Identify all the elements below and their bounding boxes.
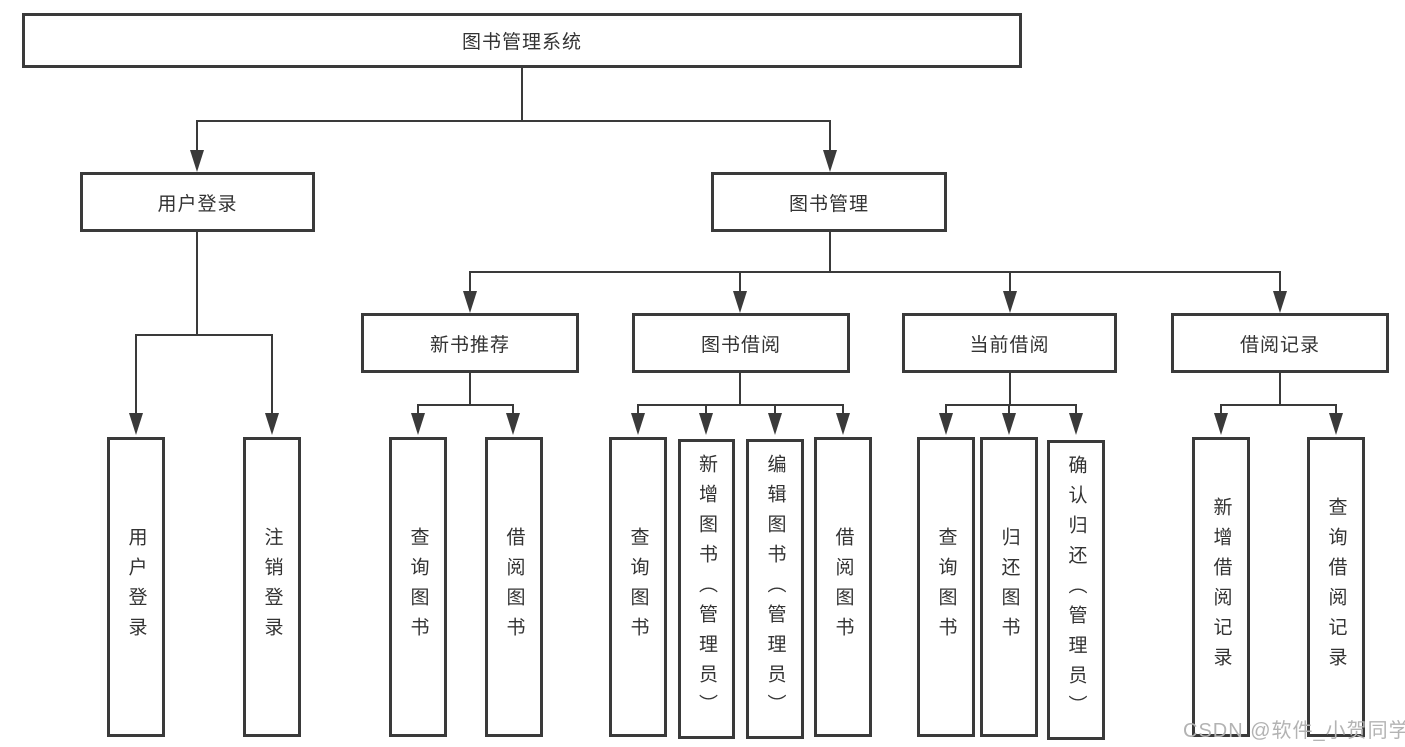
- node-new-book-recommend-label: 新书推荐: [429, 334, 510, 356]
- node-current-borrow-label: 当前借阅: [969, 334, 1050, 356]
- edge-to-leaf-query-book-1: [417, 404, 419, 416]
- leaf-add-book-admin-label: 新增图书（管理员）: [696, 454, 717, 724]
- leaf-add-borrow-record-label: 新增借阅记录: [1210, 497, 1232, 677]
- edge-to-borrow-records: [1279, 271, 1281, 293]
- leaf-user-login: 用户登录: [107, 437, 165, 737]
- leaf-query-borrow-record-label: 查询借阅记录: [1325, 497, 1347, 677]
- arrowhead-leaf-borrow-book-2-icon: [836, 413, 850, 435]
- edge-to-leaf-borrow-book-1: [512, 404, 514, 416]
- node-book-management-label: 图书管理: [788, 193, 869, 215]
- leaf-add-book-admin: 新增图书（管理员）: [678, 439, 735, 739]
- node-root: 图书管理系统: [22, 13, 1022, 68]
- arrowhead-user-login-icon: [190, 150, 204, 172]
- leaf-confirm-return-admin: 确认归还（管理员）: [1047, 440, 1105, 740]
- arrowhead-book-management-icon: [823, 150, 837, 172]
- leaf-query-book-current: 查询图书: [917, 437, 975, 737]
- leaf-query-book-borrow-label: 查询图书: [627, 527, 649, 647]
- node-book-management: 图书管理: [711, 172, 947, 232]
- node-borrow-records-label: 借阅记录: [1239, 334, 1320, 356]
- node-root-label: 图书管理系统: [461, 32, 582, 53]
- leaf-return-book-label: 归还图书: [998, 527, 1020, 647]
- arrowhead-leaf-user-login-icon: [129, 413, 143, 435]
- leaf-borrow-book-recommend: 借阅图书: [485, 437, 543, 737]
- node-borrow-records: 借阅记录: [1171, 313, 1389, 373]
- edge-to-leaf-user-login: [135, 334, 137, 416]
- edge-to-leaf-add-book: [705, 404, 707, 416]
- edge-book-borrow-stub: [739, 373, 741, 406]
- node-user-login: 用户登录: [80, 172, 315, 232]
- edge-book-management-rail: [469, 271, 1281, 273]
- arrowhead-leaf-query-book-3-icon: [939, 413, 953, 435]
- arrowhead-book-borrow-icon: [733, 291, 747, 313]
- edge-to-leaf-query-record: [1335, 404, 1337, 416]
- arrowhead-leaf-query-book-1-icon: [411, 413, 425, 435]
- arrowhead-current-borrow-icon: [1003, 291, 1017, 313]
- edge-to-leaf-query-book-2: [637, 404, 639, 416]
- node-current-borrow: 当前借阅: [902, 313, 1117, 373]
- leaf-query-book-borrow: 查询图书: [609, 437, 667, 737]
- leaf-borrow-book-borrow: 借阅图书: [814, 437, 872, 737]
- leaf-query-borrow-record: 查询借阅记录: [1307, 437, 1365, 737]
- edge-user-login-stub: [196, 232, 198, 336]
- edge-borrow-records-stub: [1279, 373, 1281, 406]
- arrowhead-new-book-recommend-icon: [463, 291, 477, 313]
- edge-to-leaf-query-book-3: [945, 404, 947, 416]
- arrowhead-leaf-query-book-2-icon: [631, 413, 645, 435]
- leaf-return-book: 归还图书: [980, 437, 1038, 737]
- arrowhead-leaf-add-record-icon: [1214, 413, 1228, 435]
- node-new-book-recommend: 新书推荐: [361, 313, 579, 373]
- leaf-add-borrow-record: 新增借阅记录: [1192, 437, 1250, 737]
- edge-book-management-stub: [829, 232, 831, 273]
- node-book-borrow-label: 图书借阅: [700, 334, 781, 356]
- edge-to-new-book-recommend: [469, 271, 471, 293]
- node-book-borrow: 图书借阅: [632, 313, 850, 373]
- edge-root-rail: [196, 120, 831, 122]
- leaf-query-book-recommend-label: 查询图书: [407, 527, 429, 647]
- edge-to-leaf-logout: [271, 334, 273, 416]
- leaf-confirm-return-admin-label: 确认归还（管理员）: [1065, 455, 1087, 725]
- arrowhead-leaf-confirm-return-icon: [1069, 413, 1083, 435]
- edge-user-login-rail: [135, 334, 273, 336]
- csdn-watermark: CSDN @软件_小贺同学: [1183, 720, 1405, 742]
- edge-to-leaf-confirm-return: [1075, 404, 1077, 416]
- edge-to-leaf-add-record: [1220, 404, 1222, 416]
- arrowhead-leaf-return-book-icon: [1002, 413, 1016, 435]
- edge-root-stub: [521, 68, 523, 121]
- edge-root-to-book-management: [829, 120, 831, 153]
- edge-new-book-recommend-stub: [469, 373, 471, 406]
- edge-root-to-user-login: [196, 120, 198, 153]
- leaf-query-book-recommend: 查询图书: [389, 437, 447, 737]
- leaf-edit-book-admin: 编辑图书（管理员）: [746, 439, 804, 739]
- leaf-logout-label: 注销登录: [261, 527, 283, 647]
- leaf-edit-book-admin-label: 编辑图书（管理员）: [764, 454, 786, 724]
- arrowhead-leaf-edit-book-icon: [768, 413, 782, 435]
- edge-to-leaf-return-book: [1008, 404, 1010, 416]
- arrowhead-leaf-logout-icon: [265, 413, 279, 435]
- edge-current-borrow-rail: [945, 404, 1076, 406]
- leaf-borrow-book-borrow-label: 借阅图书: [832, 527, 854, 647]
- edge-to-book-borrow: [739, 271, 741, 293]
- edge-to-leaf-edit-book: [774, 404, 776, 416]
- edge-new-book-recommend-rail: [417, 404, 514, 406]
- leaf-logout: 注销登录: [243, 437, 301, 737]
- edge-to-current-borrow: [1009, 271, 1011, 293]
- edge-borrow-records-rail: [1220, 404, 1336, 406]
- edge-book-borrow-rail: [637, 404, 843, 406]
- leaf-user-login-label: 用户登录: [125, 527, 147, 647]
- arrowhead-leaf-query-record-icon: [1329, 413, 1343, 435]
- arrowhead-leaf-borrow-book-1-icon: [506, 413, 520, 435]
- node-user-login-label: 用户登录: [157, 193, 238, 215]
- edge-to-leaf-borrow-book-2: [842, 404, 844, 416]
- leaf-query-book-current-label: 查询图书: [935, 527, 957, 647]
- arrowhead-leaf-add-book-icon: [699, 413, 713, 435]
- arrowhead-borrow-records-icon: [1273, 291, 1287, 313]
- leaf-borrow-book-recommend-label: 借阅图书: [503, 527, 525, 647]
- edge-current-borrow-stub: [1009, 373, 1011, 406]
